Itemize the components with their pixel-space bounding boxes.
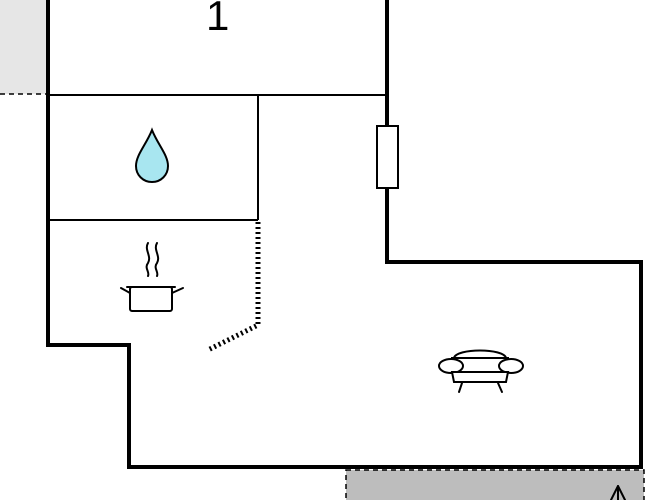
- cooking-pot-icon: [120, 242, 184, 312]
- sofa-icon: [438, 349, 524, 393]
- room-number: 1: [206, 0, 229, 39]
- window: [376, 125, 399, 189]
- exterior-area-left: [0, 0, 49, 95]
- water-drop-icon: [134, 127, 170, 184]
- terrace-area: [345, 469, 645, 500]
- outer-wall: [46, 0, 643, 469]
- kitchen-dotted-boundary: [206, 222, 261, 353]
- arrow-up-icon: [610, 485, 626, 500]
